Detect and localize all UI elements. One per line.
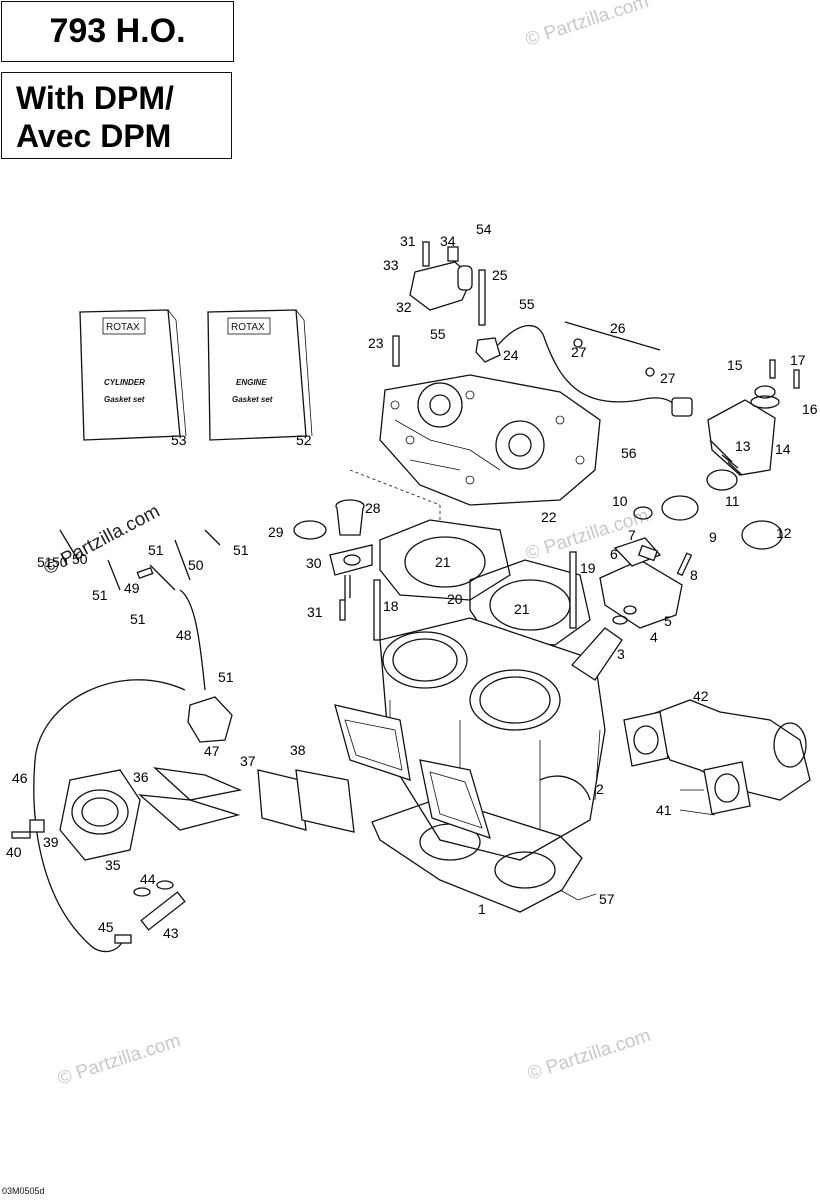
callout-label: 56: [621, 445, 637, 461]
variant-title: With DPM/ Avec DPM: [1, 72, 232, 159]
callout-label: 4: [650, 629, 658, 645]
callout-label: 27: [660, 370, 676, 386]
callout-label: 51: [233, 542, 249, 558]
variant-line-2: Avec DPM: [16, 118, 172, 154]
watermark: © Partzilla.com: [525, 1025, 653, 1085]
callout-label: 51: [130, 611, 146, 627]
callout-label: 36: [133, 769, 149, 785]
thermostat-housing: [633, 359, 800, 550]
callout-label: 55: [430, 326, 446, 342]
callout-label: 57: [599, 891, 615, 907]
callout-label: 41: [656, 802, 672, 818]
callout-label: 7: [628, 527, 636, 543]
exhaust-manifold: [623, 699, 811, 816]
kit-line1: CYLINDER: [104, 378, 145, 387]
watermark: © Partzilla.com: [523, 0, 651, 51]
callout-label: 15: [727, 357, 743, 373]
dpm-hoses: [11, 529, 233, 953]
callout-label: 55: [519, 296, 535, 312]
watermark: © Partzilla.com: [55, 1030, 183, 1090]
temperature-sensor: [475, 324, 693, 417]
callout-label: 8: [690, 567, 698, 583]
kit-brand: ROTAX: [106, 322, 140, 333]
callout-label: 42: [693, 688, 709, 704]
kit-line2: Gasket set: [232, 395, 273, 404]
callout-label: 21: [514, 601, 530, 617]
head-gaskets: [379, 519, 591, 646]
callout-label: 46: [12, 770, 28, 786]
watermarks: © Partzilla.com © Partzilla.com © Partzi…: [40, 0, 653, 1090]
callout-label: 28: [365, 500, 381, 516]
reed-valves: [138, 704, 491, 840]
callout-label: 47: [204, 743, 220, 759]
callout-label: 33: [383, 257, 399, 273]
callout-label: 51: [37, 554, 53, 570]
cylinder-head: [349, 374, 601, 520]
callout-label: 26: [610, 320, 626, 336]
callout-label: 39: [43, 834, 59, 850]
footer-code: 03M0505d: [2, 1186, 45, 1196]
water-outlet: [392, 241, 486, 367]
callout-label: 2: [596, 781, 604, 797]
kit-line1: ENGINE: [236, 378, 267, 387]
model-title: 793 H.O.: [1, 1, 234, 62]
callout-label: 5: [664, 613, 672, 629]
intake-adaptor: [59, 769, 141, 861]
callout-label: 14: [775, 441, 791, 457]
callout-label: 13: [735, 438, 751, 454]
callout-label: 11: [725, 493, 740, 509]
callout-label: 24: [503, 347, 519, 363]
callout-label: 25: [492, 267, 508, 283]
callout-label: 29: [268, 524, 284, 540]
callout-label: 53: [171, 432, 187, 448]
callout-label: 31: [400, 233, 416, 249]
callouts: 1 2 3 4 5 6 7 8 9 10 11 12 13 14 15 16 1…: [6, 221, 818, 941]
callout-label: 44: [140, 871, 156, 887]
callout-label: 9: [709, 529, 717, 545]
callout-label: 16: [802, 401, 818, 417]
callout-label: 1: [478, 901, 486, 917]
rave-valve: [571, 537, 693, 681]
callout-label: 49: [124, 580, 140, 596]
rod: [564, 321, 661, 377]
callout-label: 3: [617, 646, 625, 662]
callout-label: 27: [571, 344, 587, 360]
callout-label: 17: [790, 352, 806, 368]
callout-label: 37: [240, 753, 256, 769]
callout-label: 32: [396, 299, 412, 315]
callout-label: 50: [72, 551, 88, 567]
callout-label: 45: [98, 919, 114, 935]
callout-label: 50: [52, 554, 68, 570]
callout-label: 22: [541, 509, 557, 525]
callout-label: 38: [290, 742, 306, 758]
callout-label: 52: [296, 432, 312, 448]
callout-label: 10: [612, 493, 628, 509]
callout-label: 20: [447, 591, 463, 607]
variant-line-1: With DPM/: [16, 80, 174, 116]
callout-label: 43: [163, 925, 179, 941]
callout-label: 34: [440, 233, 456, 249]
callout-label: 19: [580, 560, 596, 576]
callout-label: 31: [307, 604, 323, 620]
cylinder-gasket-kit: ROTAX CYLINDER Gasket set 53: [79, 309, 187, 448]
thermostat: [293, 499, 373, 621]
callout-label: 21: [435, 554, 451, 570]
callout-label: 48: [176, 627, 192, 643]
kit-brand: ROTAX: [231, 322, 265, 333]
kit-line2: Gasket set: [104, 395, 145, 404]
callout-label: 51: [92, 587, 108, 603]
callout-label: 12: [776, 525, 792, 541]
callout-label: 40: [6, 844, 22, 860]
engine-gasket-kit: ROTAX ENGINE Gasket set 52: [207, 309, 313, 448]
callout-label: 35: [105, 857, 121, 873]
callout-label: 6: [610, 546, 618, 562]
callout-label: 30: [306, 555, 322, 571]
callout-label: 23: [368, 335, 384, 351]
callout-label: 54: [476, 221, 492, 237]
callout-label: 51: [148, 542, 164, 558]
callout-label: 50: [188, 557, 204, 573]
callout-label: 51: [218, 669, 234, 685]
callout-label: 18: [383, 598, 399, 614]
